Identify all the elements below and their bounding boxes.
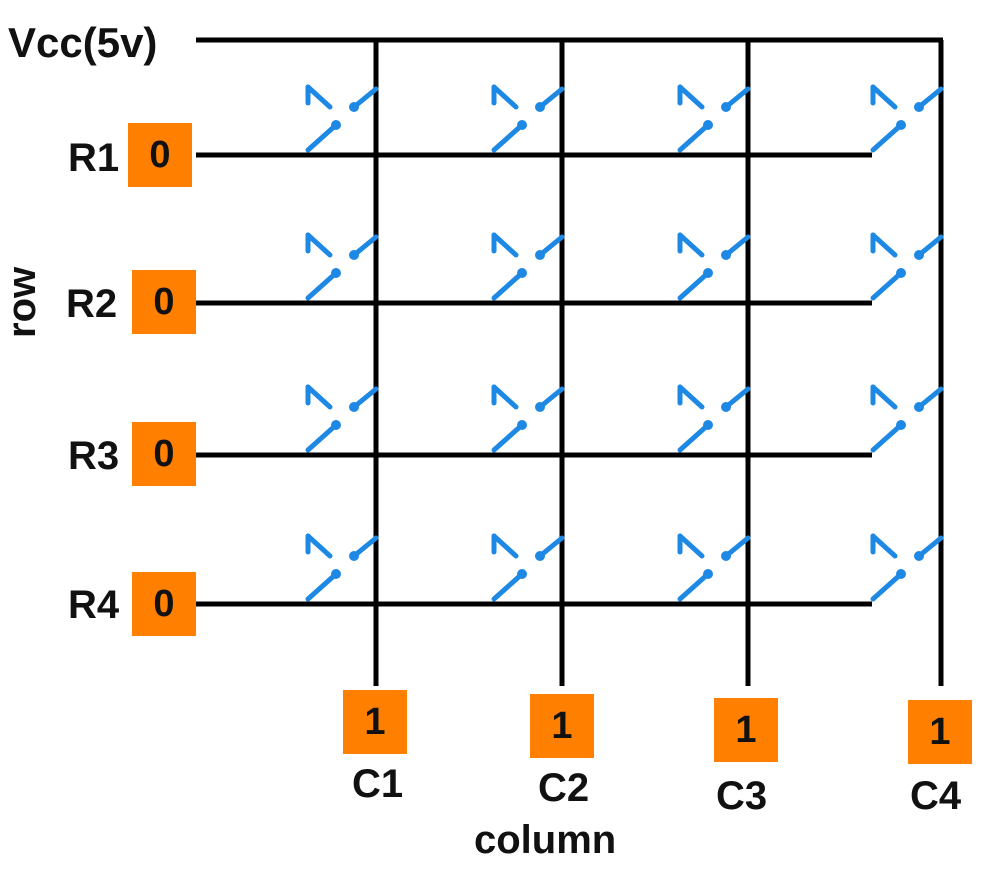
column-axis-label: column [474, 818, 617, 862]
push-switch-r3-c2 [491, 384, 565, 453]
wires [196, 37, 944, 686]
column-label-c4: C4 [910, 774, 962, 818]
column-label-c2: C2 [538, 766, 590, 810]
push-switch-r1-c3 [677, 84, 751, 153]
row-label-r3: R3 [68, 434, 120, 478]
column-value-box-c1: 1 [343, 690, 407, 754]
column-value-box-c4: 1 [908, 700, 972, 764]
row-value-box-r2: 0 [132, 270, 196, 334]
push-switch-r4-c3 [677, 533, 751, 602]
push-switch-r2-c3 [677, 232, 751, 301]
push-switch-r1-c4 [870, 84, 944, 153]
push-switch-r3-c3 [677, 384, 751, 453]
row-label-r1: R1 [68, 136, 120, 180]
push-switch-r2-c2 [491, 232, 565, 301]
push-switch-r4-c4 [870, 533, 944, 602]
row-value-box-r1: 0 [128, 123, 192, 187]
push-switch-r2-c1 [305, 232, 379, 301]
push-switch-r2-c4 [870, 232, 944, 301]
push-switch-r1-c2 [491, 84, 565, 153]
vcc-label: Vcc(5v) [8, 19, 158, 66]
push-switch-r1-c1 [305, 84, 379, 153]
row-label-r4: R4 [68, 583, 120, 627]
column-value-box-c2: 1 [530, 694, 594, 758]
row-value-box-r4: 0 [132, 572, 196, 636]
column-label-c3: C3 [716, 774, 768, 818]
row-axis-label: row [0, 266, 44, 338]
push-switch-r3-c4 [870, 384, 944, 453]
row-value-box-r3: 0 [132, 422, 196, 486]
switch-grid [305, 84, 944, 602]
column-value-box-c3: 1 [714, 698, 778, 762]
column-label-c1: C1 [352, 762, 404, 806]
row-label-r2: R2 [66, 282, 118, 326]
push-switch-r4-c2 [491, 533, 565, 602]
push-switch-r4-c1 [305, 533, 379, 602]
push-switch-r3-c1 [305, 384, 379, 453]
